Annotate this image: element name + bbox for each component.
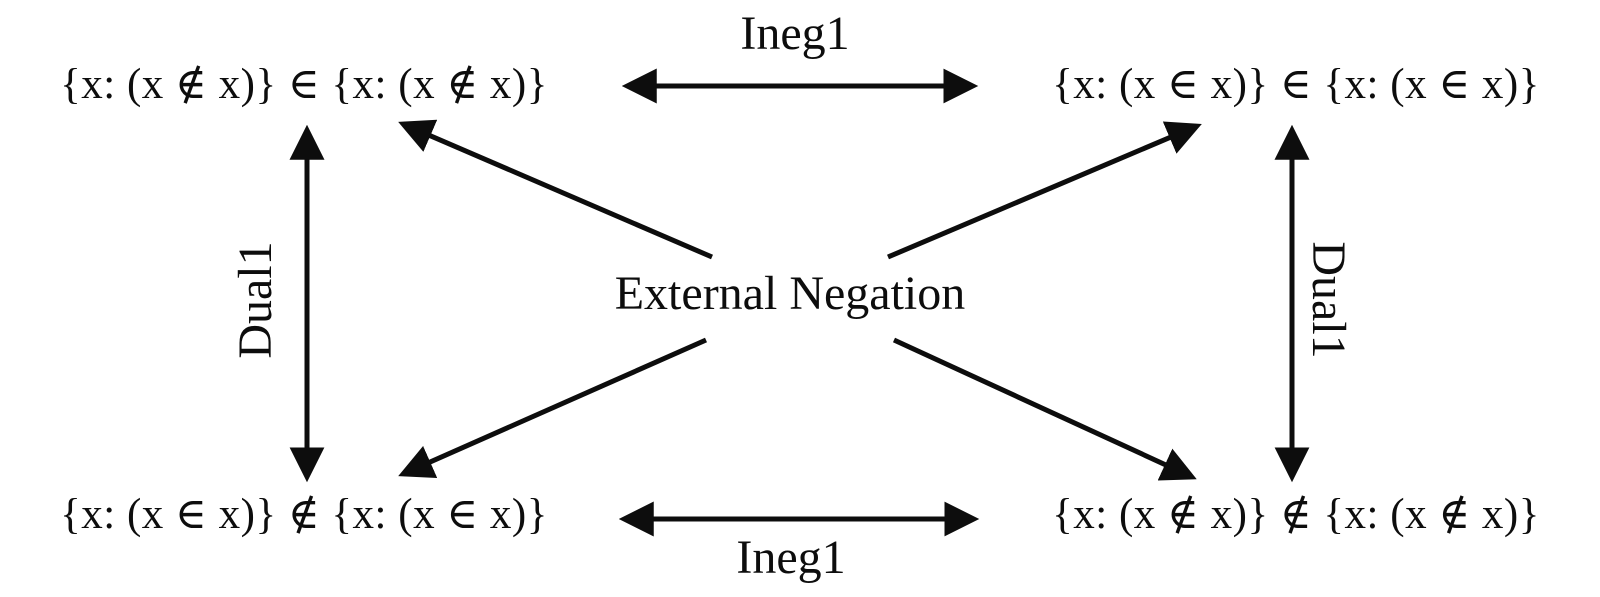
ineg1-top-label: Ineg1 bbox=[740, 7, 850, 60]
formula-top-right: {x: (x ∈ x)} ∈ {x: (x ∈ x)} bbox=[1052, 61, 1540, 108]
external-negation-arrow-upper-left bbox=[398, 119, 713, 260]
formula-bottom-right: {x: (x ∉ x)} ∉ {x: (x ∉ x)} bbox=[1052, 491, 1540, 538]
dual1-left-label: Dual1 bbox=[229, 241, 282, 359]
external-negation-arrow-upper-right bbox=[887, 121, 1202, 260]
formula-bottom-left: {x: (x ∈ x)} ∉ {x: (x ∈ x)} bbox=[60, 491, 548, 538]
external-negation-label: External Negation bbox=[614, 267, 966, 320]
ineg1-bottom-label: Ineg1 bbox=[736, 531, 846, 584]
formula-top-left: {x: (x ∉ x)} ∈ {x: (x ∉ x)} bbox=[60, 61, 548, 108]
dual1-right-label: Dual1 bbox=[1302, 241, 1355, 359]
external-negation-arrow-lower-right bbox=[892, 337, 1197, 481]
external-negation-arrow-lower-left bbox=[398, 337, 708, 478]
